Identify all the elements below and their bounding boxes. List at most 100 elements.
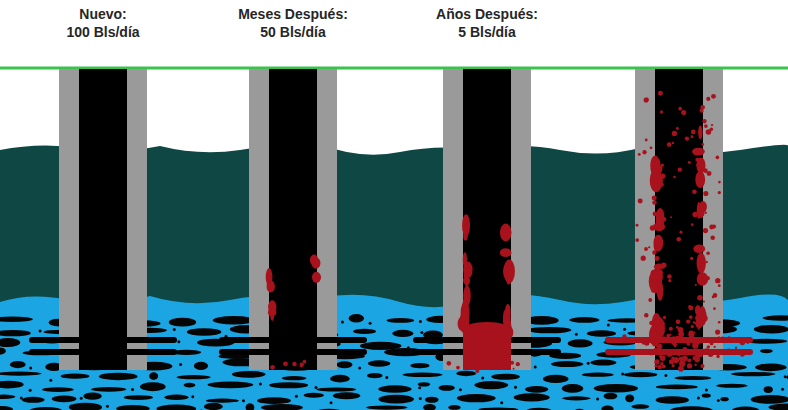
scale-particle [510,361,514,365]
scale-deposit [656,208,664,226]
oil-dot [315,386,318,389]
oil-pore [525,386,548,393]
oil-pore [527,327,571,333]
scale-particle [705,261,707,263]
scale-particle [660,174,666,180]
oil-pore [246,403,255,410]
oil-pore [587,330,616,337]
scale-particle [688,332,693,337]
scale-particle [652,250,656,254]
scale-deposit [463,262,472,278]
oil-dot [419,397,422,400]
oil-dot [106,405,109,408]
rate-label: 5 Bls/día [458,24,516,41]
oil-dot [420,331,423,334]
oil-pore [366,405,407,409]
wells [29,69,753,370]
oil-pore [213,316,256,325]
scale-particle [642,150,646,154]
scale-deposit [695,305,701,315]
oil-dot [607,324,610,327]
oil-pore [732,407,759,410]
oil-pore [232,371,266,378]
oil-pore [61,374,90,379]
oil-pore [527,408,552,410]
oil-pore [760,349,773,353]
scale-particle [660,329,665,334]
scale-deposit [692,148,705,156]
scale-particle [662,336,666,340]
oil-pore [261,404,303,410]
scale-particle [690,257,693,260]
scale-particle [653,279,657,283]
scale-deposit [505,304,511,321]
oil-pore [625,394,634,402]
scale-particle [667,274,672,279]
oil-dot [341,321,344,324]
scale-particle [650,225,655,230]
oil-dot [784,375,787,378]
scale-particle [641,256,646,261]
oil-pore [656,384,698,389]
scale-particle [696,164,698,166]
scale-particle [700,105,705,110]
oil-dot [419,320,422,323]
scale-particle [686,319,690,323]
oil-pore [304,393,324,398]
scale-particle [666,334,670,338]
scale-particle [669,327,673,331]
scale-deposit [699,205,704,219]
scale-particle [704,348,709,353]
oil-pore [656,396,689,404]
scale-particle [679,356,684,361]
scale-particle [672,131,677,136]
scale-particle [686,138,689,141]
scale-particle [706,97,710,101]
scale-particle [648,246,650,248]
oil-pore [604,393,618,399]
oil-pore [425,397,439,403]
oil-pore [562,396,590,400]
scale-deposit [270,309,274,321]
scale-particle [702,119,706,123]
oil-dot [534,366,537,369]
scale-particle [651,290,653,292]
oil-pore [403,373,443,377]
oil-pore [786,373,788,381]
oil-pore [0,348,6,355]
oil-dot [621,372,624,375]
scale-particle [648,298,652,302]
perforation [219,349,367,355]
oil-dot [481,377,484,380]
scale-particle [740,352,745,357]
tubing [463,69,511,370]
oil-dot [623,328,626,331]
scale-particle [718,336,720,338]
scale-particle [747,342,749,344]
oil-pore [551,361,583,367]
scale-deposit [462,214,470,236]
scale-particle [676,319,681,324]
scale-particle [467,364,470,367]
oil-dot [781,388,784,391]
oil-dot [39,329,42,332]
scale-particle [721,337,723,339]
scale-particle [703,300,705,302]
scale-particle [694,344,697,347]
scale-particle [650,146,653,149]
oil-pore [601,405,613,410]
oil-dot [596,397,599,400]
perforation [219,337,367,343]
oil-pore [755,364,787,372]
oil-pore [367,373,383,378]
scale-particle [710,235,715,240]
scale-particle [652,195,657,200]
scale-particle [654,338,657,341]
stage-label: Nuevo: [79,6,126,23]
scale-particle [708,351,713,356]
oil-pore [670,406,713,410]
scale-particle [692,343,698,349]
oil-pore [702,393,711,397]
scale-particle [636,224,639,227]
